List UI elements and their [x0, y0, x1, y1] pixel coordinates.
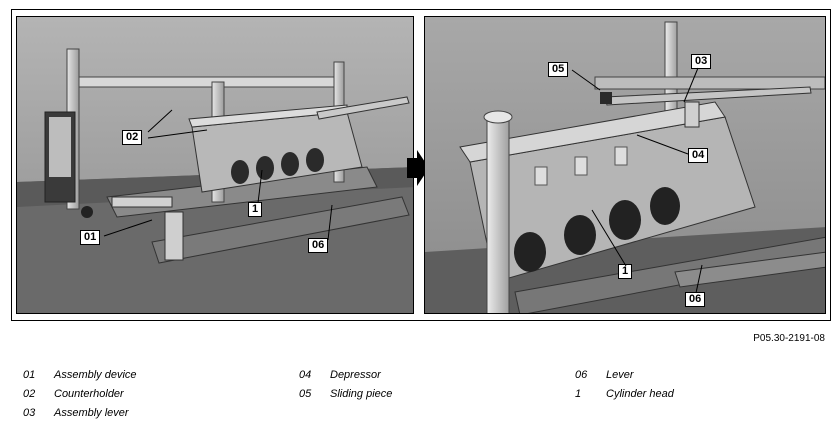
- legend-text: Sliding piece: [330, 388, 393, 400]
- legend-text: Assembly device: [54, 369, 137, 381]
- photo-left-illustration: [17, 17, 413, 313]
- legend-text: Cylinder head: [606, 388, 674, 400]
- legend-text: Assembly lever: [54, 407, 129, 419]
- callout-1-left: 1: [248, 202, 263, 217]
- legend-number: 04: [299, 369, 312, 381]
- callout-06-right: 06: [685, 292, 706, 307]
- leader-lines: [103, 67, 703, 294]
- legend-number: 05: [299, 388, 312, 400]
- photo-left: [16, 16, 414, 314]
- callout-02-left: 02: [122, 130, 143, 145]
- callout-03-right: 03: [691, 54, 712, 69]
- figure-reference: P05.30-2191-08: [753, 333, 825, 344]
- legend: 01 Assembly device 02 Counterholder 03 A…: [0, 366, 833, 426]
- callout-06-left: 06: [308, 238, 329, 253]
- callout-1-right: 1: [618, 264, 633, 279]
- legend-number: 06: [575, 369, 588, 381]
- callout-01-left: 01: [80, 230, 101, 245]
- callout-05-right: 05: [548, 62, 569, 77]
- legend-number: 1: [575, 388, 582, 400]
- legend-text: Counterholder: [54, 388, 124, 400]
- legend-text: Lever: [606, 369, 634, 381]
- figure-frame: 02 1 01 06 05 03 04 1 06: [11, 9, 831, 321]
- legend-text: Depressor: [330, 369, 381, 381]
- legend-number: 03: [23, 407, 36, 419]
- arrow-right-icon: [407, 150, 429, 186]
- legend-number: 02: [23, 388, 36, 400]
- legend-number: 01: [23, 369, 36, 381]
- callout-04-right: 04: [688, 148, 709, 163]
